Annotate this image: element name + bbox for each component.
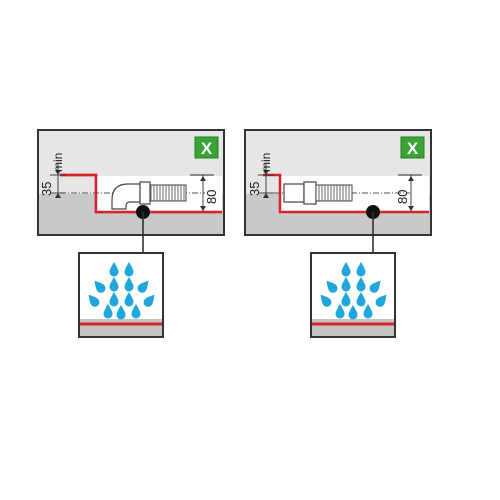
left-depth-value: 80	[204, 190, 219, 204]
left-appliance-unit	[78, 252, 164, 338]
right-depth-value: 80	[395, 190, 410, 204]
right-straight-hose	[283, 181, 353, 205]
right-min-dimension: 35 min	[247, 153, 274, 198]
right-installation: 35 min 80 X	[244, 129, 432, 338]
left-x-mark-icon: X	[201, 139, 213, 158]
right-min-label: min	[259, 153, 273, 172]
right-x-mark-icon: X	[407, 139, 419, 158]
left-min-value: 35	[39, 182, 54, 196]
left-status-badge: X	[194, 136, 219, 159]
left-installation: 35 min 80 X	[37, 129, 225, 338]
left-elbow-hose	[111, 181, 187, 210]
right-depth-dimension: 80	[395, 174, 422, 212]
left-min-label: min	[51, 153, 65, 172]
left-min-dimension: 35 min	[39, 153, 66, 198]
right-status-badge: X	[400, 136, 425, 159]
right-appliance-unit	[310, 252, 396, 338]
left-depth-dimension: 80	[190, 174, 219, 212]
right-min-value: 35	[247, 182, 262, 196]
